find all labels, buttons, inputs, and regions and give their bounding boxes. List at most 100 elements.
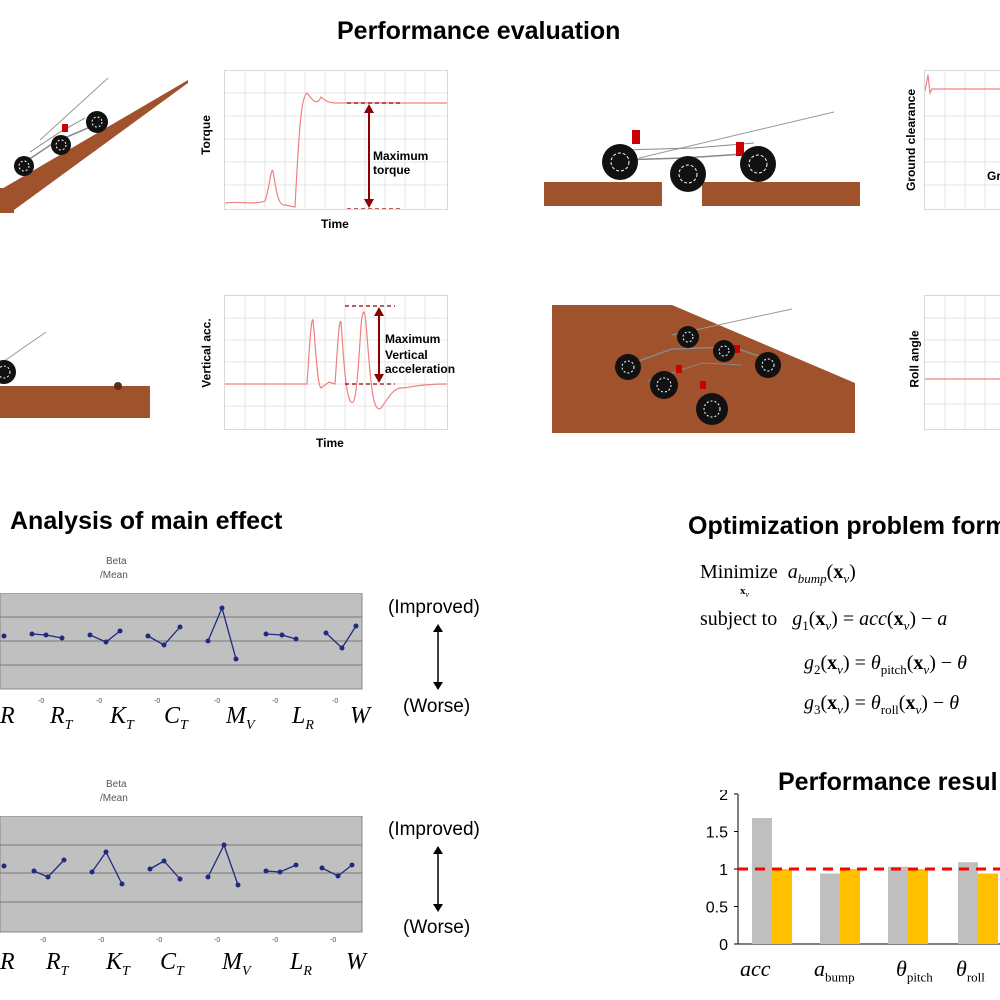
torque-chart-panel: Maximum torque — [224, 70, 448, 210]
effect-point — [117, 628, 123, 634]
effect-point — [293, 636, 299, 642]
main-effect-chart-1: -0-0-0-0-0-0 — [0, 593, 363, 705]
wheel — [740, 146, 776, 182]
vertical-acc-annotation-line1: Maximum — [385, 332, 441, 346]
factor-label: MV — [226, 703, 255, 733]
constraint-2: g2(xv) = θpitch(xv) − θ — [804, 652, 967, 677]
effect-point — [177, 624, 183, 630]
main-effect-chart-1-title-line2: /Mean — [100, 570, 128, 581]
wheel — [86, 111, 108, 133]
effect-point — [45, 874, 51, 880]
vertical-acc-curve — [225, 311, 447, 410]
wheel — [677, 326, 699, 348]
factor-label: R — [0, 703, 15, 729]
ground-clearance-annotation: Gr — [987, 169, 1000, 183]
optimization-heading: Optimization problem form — [688, 512, 1000, 540]
category-label-a-bump: abump — [814, 956, 855, 985]
bar — [888, 866, 908, 944]
factor-label: RT — [46, 949, 69, 979]
wheel — [615, 354, 641, 380]
y-tick-label: 1 — [719, 862, 728, 879]
vehicle-on-lateral-slope-illustration — [552, 305, 855, 433]
category-label-theta-roll: θroll — [956, 956, 985, 985]
factor-label: LR — [290, 949, 312, 979]
torque-y-label: Torque — [198, 115, 213, 155]
improved-label: (Improved) — [388, 597, 480, 618]
slope-ground — [0, 80, 188, 210]
wheel — [670, 156, 706, 192]
ground-left — [544, 182, 662, 206]
constraint-3: g3(xv) = θroll(xv) − θ — [804, 692, 960, 717]
effect-point — [59, 635, 65, 641]
svg-text:-0: -0 — [38, 698, 44, 705]
factor-label: CT — [160, 949, 184, 979]
effect-point — [323, 630, 329, 636]
y-tick-label: 0.5 — [706, 900, 728, 917]
factor-label: W — [346, 949, 366, 975]
svg-text:-0: -0 — [98, 937, 104, 943]
svg-text:-0: -0 — [272, 698, 278, 705]
ground-block — [0, 188, 14, 213]
ground-clearance-y-label: Ground clearance — [904, 88, 919, 192]
roll-angle-y-label: Roll angle — [907, 330, 922, 388]
effect-point — [103, 639, 109, 645]
bump-ground — [0, 386, 150, 418]
effect-point — [263, 868, 269, 874]
torque-curve — [225, 92, 447, 208]
vertical-acceleration-chart-panel: Maximum Vertical acceleration — [224, 295, 455, 430]
bar — [840, 869, 860, 944]
effect-point — [31, 868, 37, 874]
wheel — [14, 156, 34, 176]
effect-point — [161, 642, 167, 648]
bump-obstacle — [114, 382, 122, 390]
effect-point — [349, 862, 355, 868]
wheel — [650, 371, 678, 399]
effect-point — [177, 876, 183, 882]
ground-clearance-curve — [925, 74, 1000, 96]
effect-point — [353, 623, 359, 629]
roll-angle-chart-panel — [924, 295, 1000, 430]
svg-text:-0: -0 — [272, 937, 278, 943]
main-effect-chart-1-title-line1: Beta — [106, 556, 127, 567]
effect-point — [205, 874, 211, 880]
effect-point — [293, 862, 299, 868]
worse-label: (Worse) — [403, 696, 471, 717]
bar — [908, 869, 928, 944]
category-label-acc: acc — [740, 956, 771, 981]
performance-results-heading: Performance resul — [778, 768, 998, 796]
minimize-subscript: xv — [740, 585, 750, 600]
ground-clearance-chart-panel: Gr — [924, 70, 1000, 210]
minimize-word: Minimize — [700, 561, 778, 583]
bar — [958, 862, 978, 944]
main-effect-chart-2-title-line2: /Mean — [100, 793, 128, 804]
ground-right — [702, 182, 860, 206]
effect-point — [145, 633, 151, 639]
effect-point — [1, 633, 7, 639]
effect-point — [29, 631, 35, 637]
wheel — [713, 340, 735, 362]
factor-label: W — [350, 703, 370, 729]
subject-to-word: subject to — [700, 608, 778, 630]
effect-point — [335, 873, 341, 879]
wheel — [696, 393, 728, 425]
effect-point — [1, 863, 7, 869]
svg-text:-0: -0 — [40, 937, 46, 943]
effect-point — [235, 882, 241, 888]
effect-point — [147, 866, 153, 872]
torque-x-label: Time — [321, 217, 349, 231]
effect-point — [43, 632, 49, 638]
performance-results-chart: 00.511.52 — [706, 790, 1000, 954]
main-effect-chart-2: -0-0-0-0-0-0 — [0, 816, 363, 943]
effect-point — [103, 849, 109, 855]
y-tick-label: 0 — [719, 937, 728, 954]
svg-text:-0: -0 — [96, 698, 102, 705]
main-effect-chart-2-title-line1: Beta — [106, 779, 127, 790]
vertical-acc-y-label: Vertical acc. — [199, 318, 214, 388]
effect-point — [263, 631, 269, 637]
improved-label: (Improved) — [388, 819, 480, 840]
wheel — [602, 144, 638, 180]
effect-point — [119, 881, 125, 887]
vehicle-over-gap-illustration — [544, 111, 860, 206]
svg-text:-0: -0 — [214, 698, 220, 705]
factor-label: KT — [106, 949, 130, 979]
